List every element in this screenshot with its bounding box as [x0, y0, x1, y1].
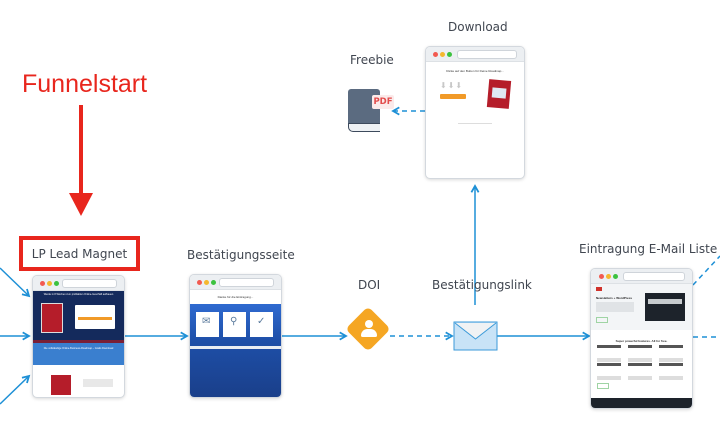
url-bar: [623, 272, 685, 281]
envelope-icon: ✉: [202, 316, 211, 327]
roadmap-book-image: [41, 303, 63, 333]
browser-bar: [591, 269, 692, 284]
book-icon: PDF: [348, 89, 394, 133]
url-bar: [457, 50, 517, 59]
maximize-dot: [613, 274, 618, 279]
maximize-dot: [54, 281, 59, 286]
roadmap-book-image: [486, 79, 512, 109]
eintragung-hero: Newsletters + WordPress: [591, 284, 692, 330]
download-arrows-icon: ⬇⬇⬇: [440, 81, 464, 90]
lp-blue-section: Die vollständige Online-Business-Roadmap…: [33, 343, 124, 365]
lp-footer-section: [33, 365, 124, 397]
download-label: Download: [448, 20, 508, 34]
signup-form: [75, 305, 115, 329]
feature-grid: [597, 345, 685, 381]
minimize-dot: [204, 280, 209, 285]
download-page[interactable]: Klicke auf den Button für Deine Roadmap.…: [425, 46, 525, 179]
bestaetigungslink-label: Bestätigungslink: [432, 278, 532, 292]
minimize-dot: [440, 52, 445, 57]
bestaetigung-body: ✉ ⚲ ✓: [190, 304, 281, 397]
connector-in-top: [0, 267, 31, 298]
maximize-dot: [447, 52, 452, 57]
magnifier-icon: ⚲: [230, 316, 238, 327]
minimize-dot: [47, 281, 52, 286]
funnelstart-label: Funnelstart: [22, 70, 148, 98]
eintragung-section-title: Super powerful features. All for free.: [615, 339, 668, 343]
user-icon: [359, 318, 379, 342]
doi-label: DOI: [358, 278, 381, 292]
lp-lead-magnet-label: LP Lead Magnet: [31, 247, 128, 261]
checkmark-icon: ✓: [257, 316, 266, 327]
minimize-dot: [606, 274, 611, 279]
connector-in-bottom: [0, 374, 31, 405]
eintragung-headline: Newsletters + WordPress: [596, 296, 633, 300]
close-dot: [433, 52, 438, 57]
lp-lead-magnet-label-box: LP Lead Magnet: [19, 236, 140, 271]
close-dot: [599, 274, 604, 279]
brand-logo: [596, 287, 602, 291]
bestaetigungsseite-label: Bestätigungsseite: [187, 248, 295, 262]
signup-button: [78, 317, 112, 320]
browser-bar: [33, 276, 124, 291]
url-bar: [219, 278, 274, 287]
freebie-label: Freebie: [350, 53, 394, 67]
pdf-badge: PDF: [372, 95, 394, 109]
lp-headline: Werde in 8 Wochen zum profitablen Online…: [43, 293, 114, 296]
lp-hero: Werde in 8 Wochen zum profitablen Online…: [33, 291, 124, 343]
step-card-search: ⚲: [223, 312, 246, 337]
browser-bar: [426, 47, 524, 62]
app-screenshot: [645, 293, 685, 321]
close-dot: [197, 280, 202, 285]
eintragung-page[interactable]: Newsletters + WordPress Super powerful f…: [590, 268, 693, 409]
lp-lead-magnet-page[interactable]: Werde in 8 Wochen zum profitablen Online…: [32, 275, 125, 398]
download-button[interactable]: [440, 94, 466, 99]
browser-bar: [190, 275, 281, 290]
close-dot: [40, 281, 45, 286]
maximize-dot: [211, 280, 216, 285]
bestaetigung-headline: Danke für die Eintragung...: [217, 295, 254, 299]
eintragung-label: Eintragung E-Mail Liste: [579, 242, 718, 256]
step-card-check: ✓: [250, 312, 273, 337]
step-card-mail: ✉: [196, 312, 219, 337]
connector-out-upper: [692, 255, 720, 286]
download-headline: Klicke auf den Button für Deine Roadmap.…: [446, 69, 504, 73]
eintragung-footer: [591, 398, 692, 408]
funnelstart-arrow: [69, 105, 93, 216]
bestaetigungsseite-page[interactable]: Danke für die Eintragung... ✉ ⚲ ✓: [189, 274, 282, 398]
url-bar: [62, 279, 117, 288]
